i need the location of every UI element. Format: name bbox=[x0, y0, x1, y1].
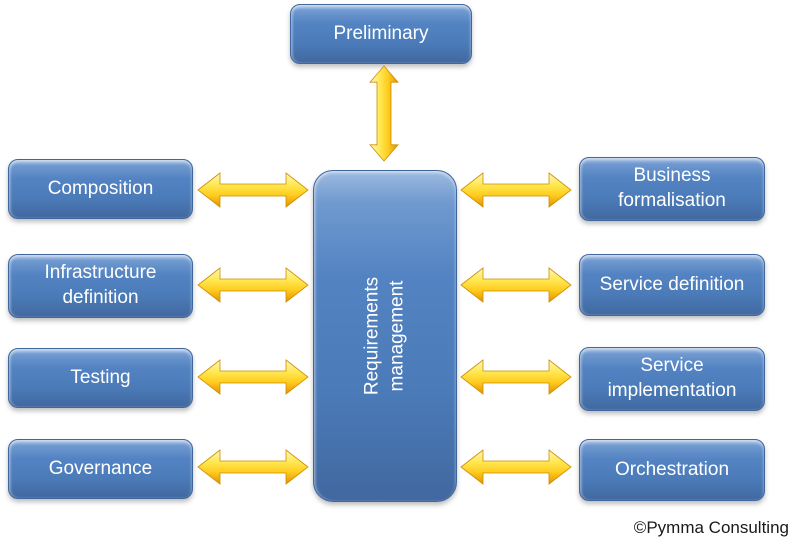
arrow-center-service-definition-icon bbox=[459, 265, 573, 305]
node-infrastructure-definition: Infrastructure definition bbox=[8, 254, 193, 318]
arrow-center-orchestration-icon bbox=[459, 447, 573, 487]
node-preliminary-label: Preliminary bbox=[333, 22, 429, 44]
node-requirements-management-label: Requirements management bbox=[361, 276, 407, 396]
node-governance-label: Governance bbox=[48, 457, 153, 479]
node-composition: Composition bbox=[8, 159, 193, 219]
node-requirements-management: Requirements management bbox=[313, 170, 457, 502]
node-composition-label: Composition bbox=[47, 177, 154, 199]
arrow-infrastructure-center-icon bbox=[196, 265, 310, 305]
node-service-implementation: Service implementation bbox=[579, 347, 765, 411]
arrow-center-business-icon bbox=[459, 170, 573, 210]
arrow-governance-center-icon bbox=[196, 447, 310, 487]
arrow-center-service-implementation-icon bbox=[459, 357, 573, 397]
node-orchestration: Orchestration bbox=[579, 439, 765, 501]
node-service-definition-label: Service definition bbox=[599, 273, 745, 295]
node-business-formalisation: Business formalisation bbox=[579, 157, 765, 221]
node-testing-label: Testing bbox=[70, 366, 131, 388]
arrow-preliminary-center-icon bbox=[369, 65, 399, 162]
node-testing: Testing bbox=[8, 348, 193, 408]
node-governance: Governance bbox=[8, 439, 193, 499]
node-orchestration-label: Orchestration bbox=[614, 458, 730, 480]
node-business-formalisation-label: Business formalisation bbox=[618, 165, 726, 211]
copyright-credit: ©Pymma Consulting bbox=[633, 518, 789, 537]
arrow-testing-center-icon bbox=[196, 357, 310, 397]
arrow-composition-center-icon bbox=[196, 170, 310, 210]
node-service-implementation-label: Service implementation bbox=[607, 355, 737, 401]
node-service-definition: Service definition bbox=[579, 254, 765, 316]
node-preliminary: Preliminary bbox=[290, 4, 472, 64]
node-infrastructure-definition-label: Infrastructure definition bbox=[44, 262, 157, 308]
